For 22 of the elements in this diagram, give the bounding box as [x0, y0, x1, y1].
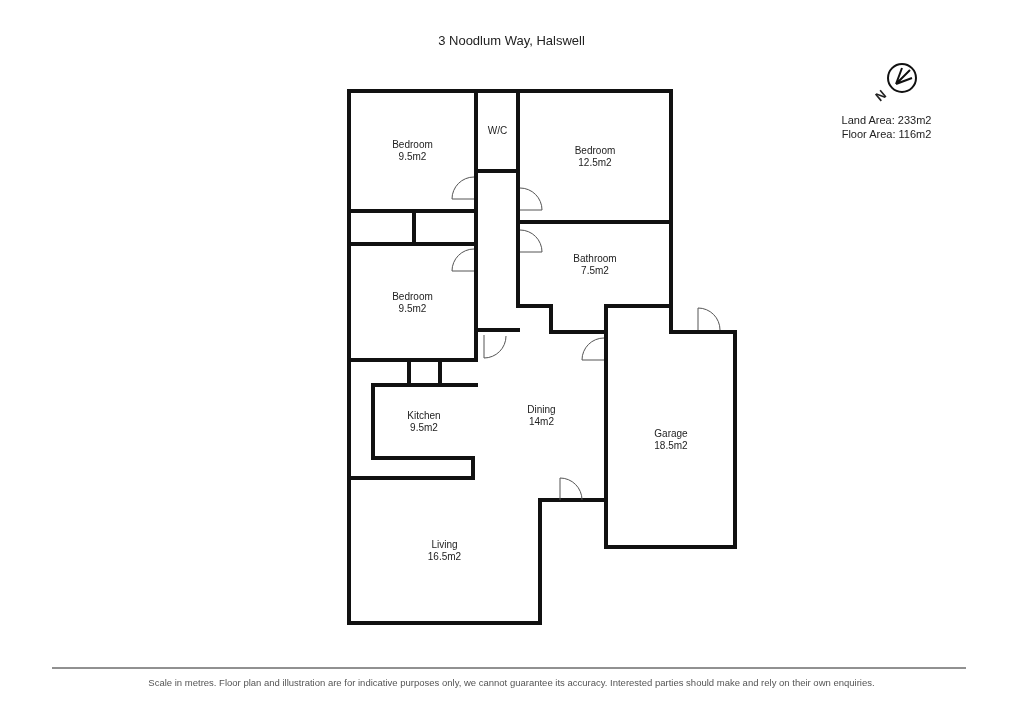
room-name: Bedroom: [574, 144, 616, 157]
room-name: Kitchen: [407, 410, 441, 422]
room-area: 9.5m2: [398, 302, 427, 315]
room-area: 9.5m2: [398, 151, 427, 163]
room-area: 12.5m2: [578, 156, 612, 169]
room-area: 9.5m2: [410, 422, 438, 434]
room-name: Bathroom: [573, 252, 617, 265]
plan-title: 3 Noodlum Way, Halswell: [437, 33, 586, 48]
room-name: Bedroom: [392, 290, 433, 303]
room-name: Garage: [654, 428, 688, 440]
room-area: 16.5m2: [427, 551, 462, 563]
floor-area-note: Floor Area: 116m2: [840, 128, 933, 140]
room-area: 14m2: [529, 415, 554, 428]
north-label: N: [872, 86, 890, 105]
room-name: Living: [431, 539, 458, 551]
room-area: 7.5m2: [581, 264, 609, 277]
land-area-note: Land Area: 233m2: [840, 114, 933, 126]
room-area: 18.5m2: [654, 440, 688, 452]
room-name: Dining: [527, 403, 556, 416]
room-name: Bedroom: [392, 139, 433, 151]
disclaimer-note: Scale in metres. Floor plan and illustration are for indicative purposes only, we cannot guarantee its accuracy. Interested parties should make and rely on their own enquiries.: [147, 677, 876, 688]
room-name: W/C: [487, 125, 508, 137]
